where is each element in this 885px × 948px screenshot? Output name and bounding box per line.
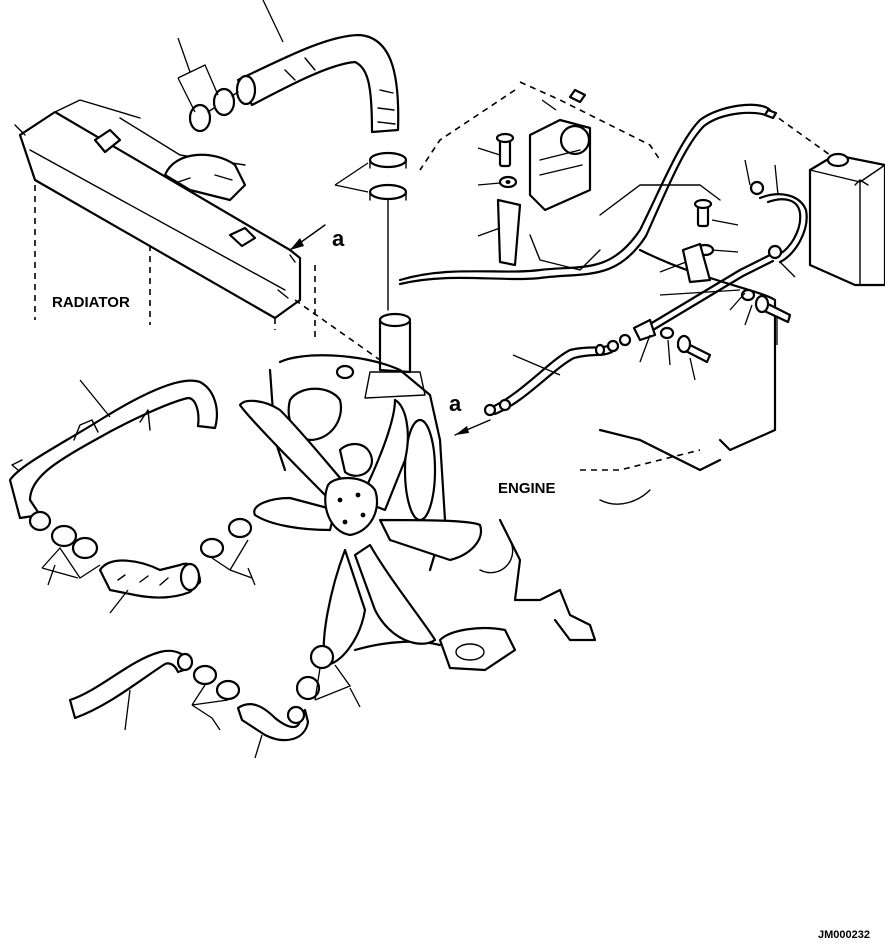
upper-radiator-hose xyxy=(235,33,400,134)
thermostat-hose-clamps xyxy=(368,151,408,311)
lower-clamps-right xyxy=(199,517,253,559)
bottom-left-hose xyxy=(68,649,194,720)
lower-clamps-left xyxy=(50,524,99,560)
water-outlet xyxy=(364,312,426,399)
radiator xyxy=(14,99,381,361)
engine-label: ENGINE xyxy=(498,480,556,497)
drawing-code: JM000232 xyxy=(818,929,870,941)
lower-middle-hose xyxy=(98,559,202,599)
view-a-label-upper: a xyxy=(332,226,345,251)
reserve-tank xyxy=(808,152,885,287)
water-tube xyxy=(483,253,775,417)
fasteners xyxy=(495,88,792,364)
radiator-label: RADIATOR xyxy=(52,294,130,311)
engine-block xyxy=(353,81,777,672)
view-arrow-upper xyxy=(289,224,326,251)
cooling-fan xyxy=(238,398,483,667)
fan-side-clamps xyxy=(295,644,335,701)
bottom-clamps xyxy=(192,664,241,701)
bottom-right-hose xyxy=(236,703,310,742)
water-pump xyxy=(268,354,447,572)
upper-hose-clamps xyxy=(188,87,239,133)
view-a-label-lower: a xyxy=(449,391,462,416)
callout-leaders xyxy=(41,0,796,759)
lower-left-hose xyxy=(8,379,218,532)
view-arrow-lower xyxy=(454,419,491,436)
air-compressor xyxy=(528,118,592,212)
overflow-hose xyxy=(398,103,831,286)
